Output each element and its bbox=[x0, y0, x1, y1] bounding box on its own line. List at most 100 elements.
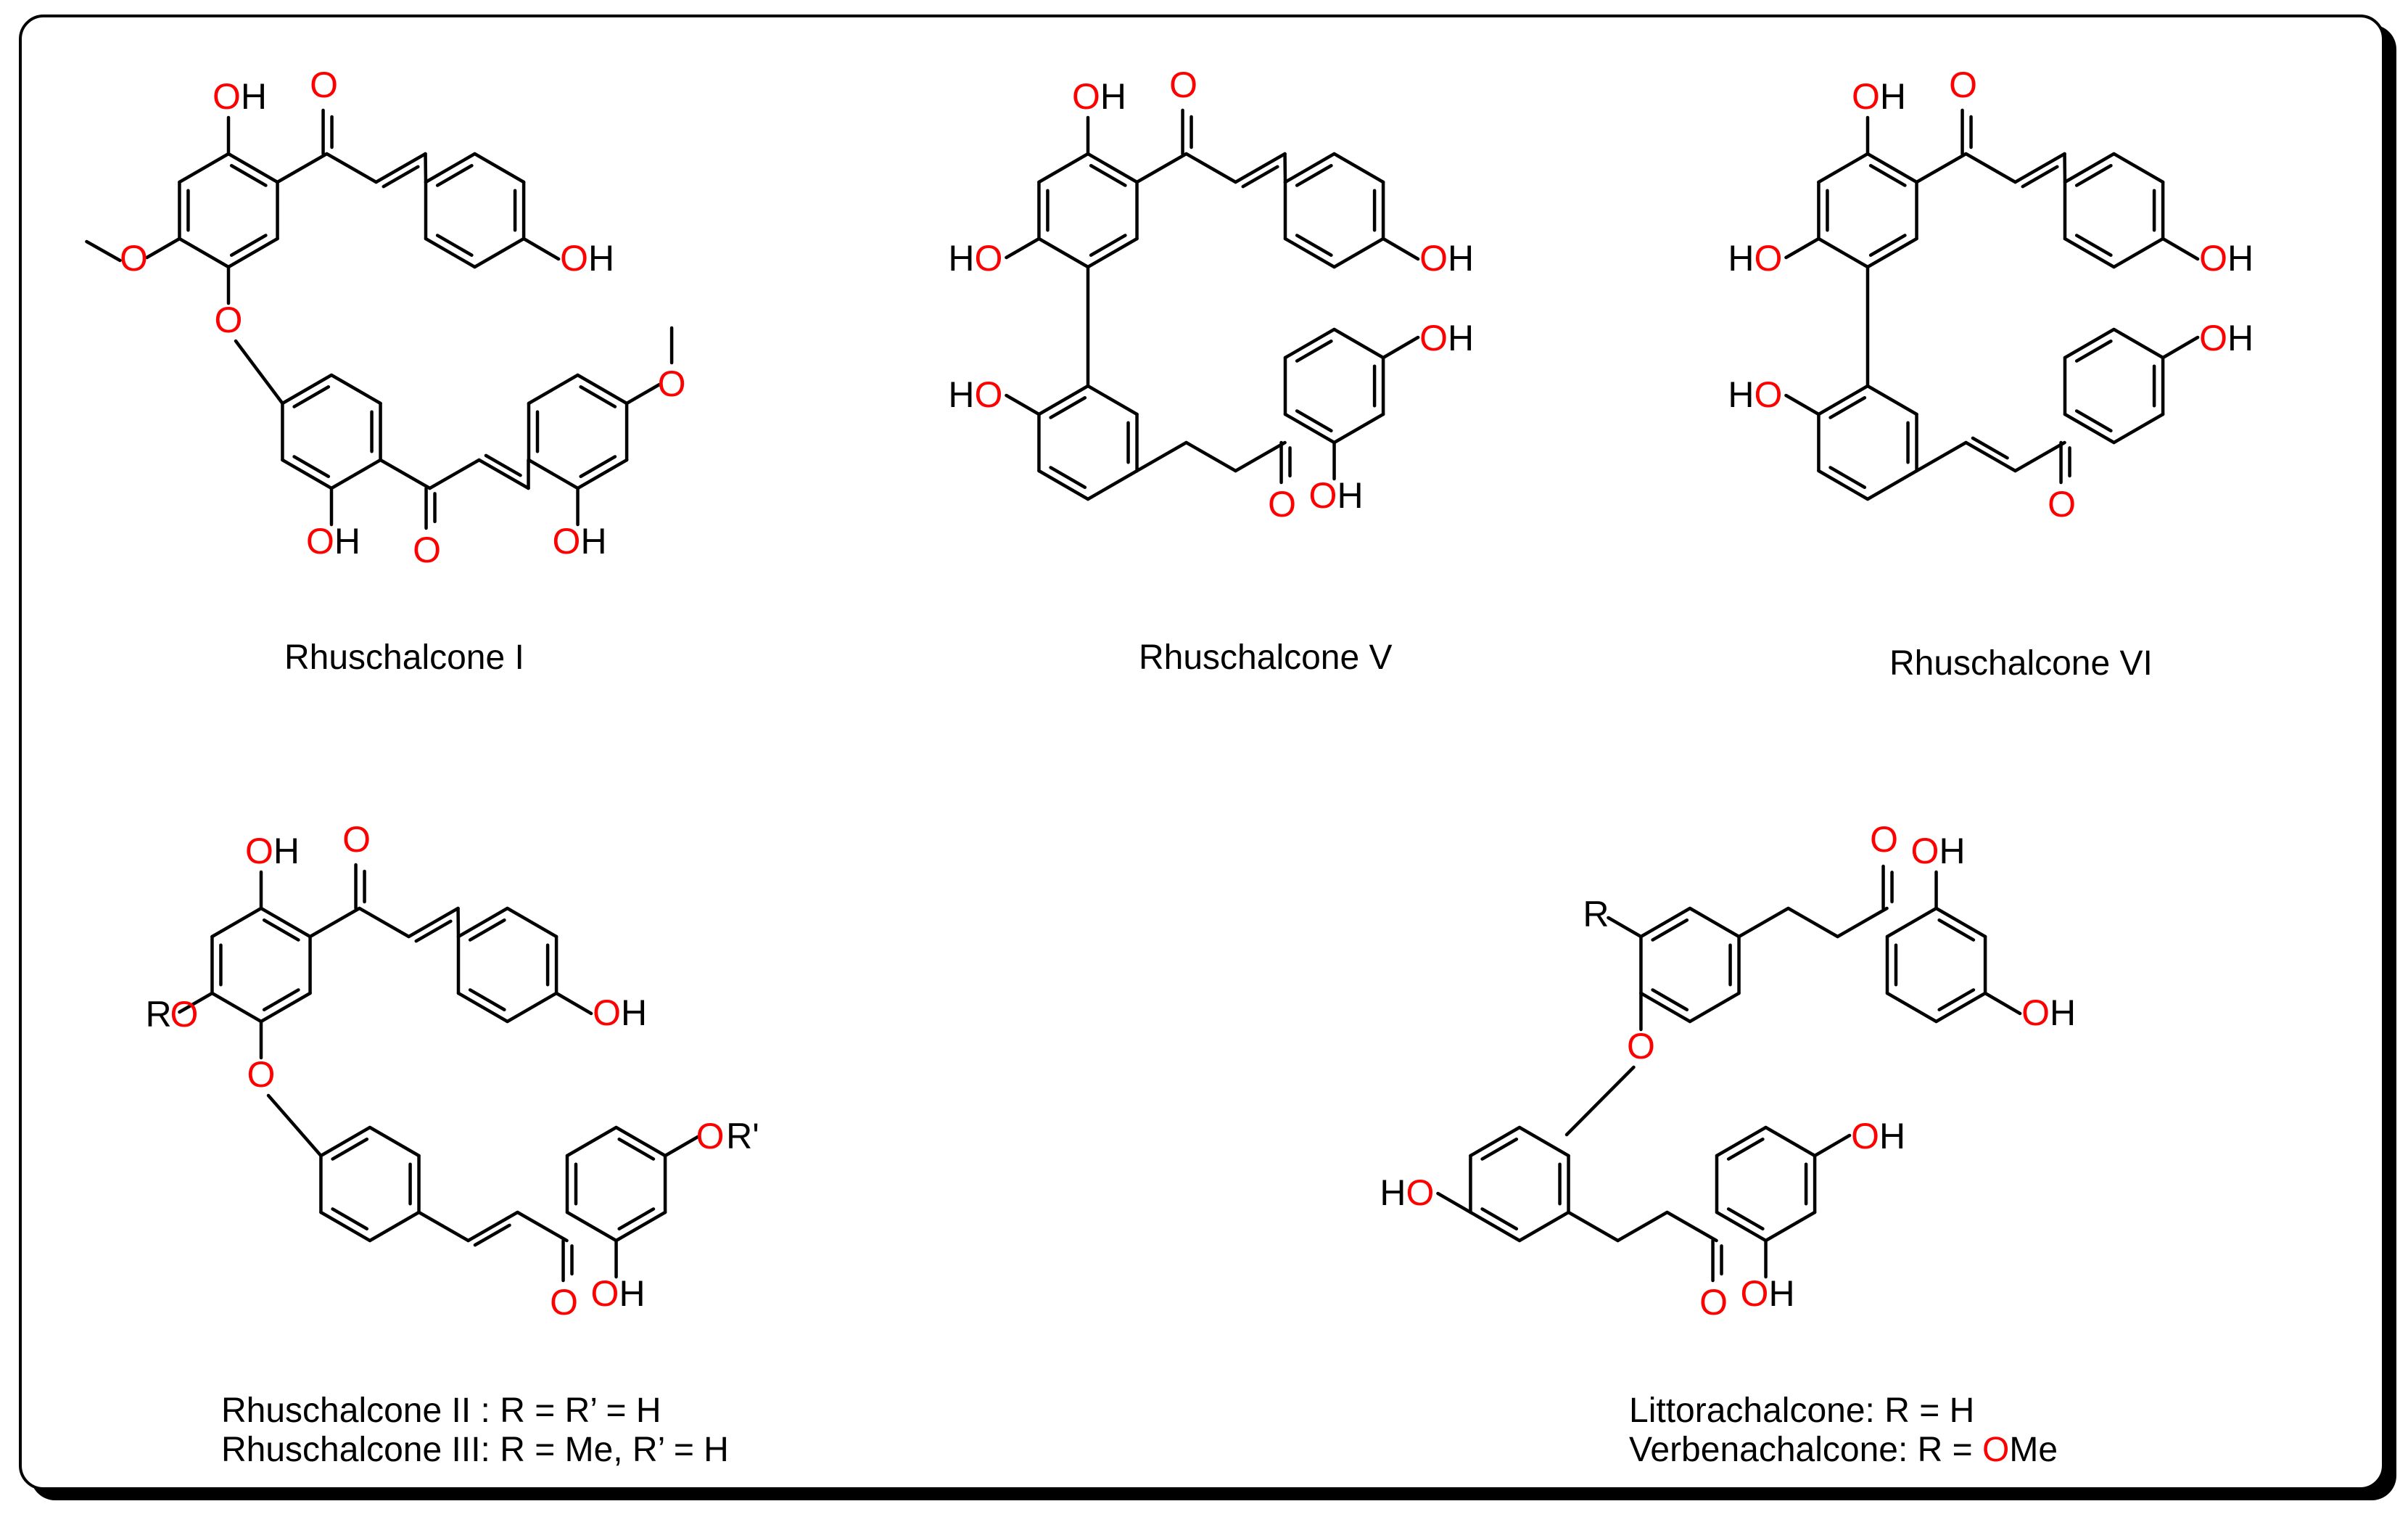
atom-label: O bbox=[1627, 1026, 1655, 1066]
bond bbox=[624, 382, 661, 406]
bond bbox=[1086, 152, 1139, 184]
bond bbox=[1184, 152, 1237, 184]
bond bbox=[468, 918, 506, 942]
bond bbox=[1651, 988, 1689, 1012]
bond bbox=[1868, 163, 1907, 187]
bond bbox=[1934, 906, 1987, 939]
bond bbox=[1436, 1191, 1472, 1214]
hydroxyl-label: HO bbox=[1380, 1172, 1434, 1213]
bond bbox=[226, 152, 279, 184]
bond bbox=[1971, 436, 2009, 460]
bond bbox=[229, 234, 268, 258]
bond bbox=[292, 455, 331, 479]
caption-rhuschalcone-3: Rhuschalcone III: R = Me, R’ = H bbox=[221, 1431, 729, 1469]
bond bbox=[331, 1207, 369, 1231]
atom-label: O bbox=[1949, 65, 1977, 105]
bond bbox=[1865, 152, 1918, 184]
bond bbox=[145, 237, 181, 260]
bond bbox=[1283, 237, 1336, 269]
bond bbox=[2063, 152, 2116, 184]
bond bbox=[1184, 440, 1237, 473]
bond bbox=[1828, 466, 1867, 490]
bond bbox=[456, 906, 509, 939]
bond bbox=[1817, 152, 1870, 184]
bond bbox=[1784, 393, 1821, 416]
bond bbox=[1005, 393, 1041, 416]
hydroxyl-label: OH bbox=[1309, 475, 1364, 516]
bond bbox=[229, 163, 268, 187]
bond bbox=[319, 1210, 372, 1243]
bond bbox=[435, 163, 474, 187]
atom-label: R bbox=[145, 994, 171, 1035]
hydroxyl-label: OH bbox=[213, 76, 267, 117]
atom-label: O bbox=[120, 238, 148, 279]
atom-label: O bbox=[658, 363, 686, 404]
bond bbox=[2074, 234, 2113, 258]
caption-verbenachalcone: Verbenachalcone: R = OMe bbox=[1629, 1431, 2058, 1469]
bond bbox=[1089, 163, 1127, 187]
bond bbox=[85, 239, 122, 263]
bond bbox=[617, 1207, 656, 1231]
bond bbox=[178, 237, 231, 269]
bond bbox=[2161, 335, 2200, 360]
bond bbox=[1715, 1125, 1768, 1158]
bond bbox=[1934, 991, 1987, 1024]
bond bbox=[1915, 152, 1968, 184]
bond bbox=[506, 906, 558, 939]
bond bbox=[527, 458, 580, 490]
bond bbox=[1086, 469, 1139, 501]
bond bbox=[1037, 469, 1090, 501]
bond bbox=[374, 152, 427, 184]
captions: Rhuschalcone I Rhuschalcone V Rhuschalco… bbox=[221, 638, 2153, 1469]
bond bbox=[276, 152, 329, 184]
atom-label: O bbox=[310, 65, 338, 105]
bond bbox=[554, 991, 593, 1016]
bond bbox=[1688, 991, 1741, 1024]
hydroxyl-label: OH bbox=[2021, 992, 2076, 1033]
hydroxyl-label: OH bbox=[1911, 831, 1966, 871]
bond bbox=[1865, 469, 1918, 501]
hydroxyl-label: HO bbox=[948, 238, 1002, 279]
hydroxyl-label: OH bbox=[245, 831, 300, 871]
bond bbox=[565, 1125, 618, 1158]
bond bbox=[329, 373, 382, 406]
bond bbox=[379, 458, 432, 490]
bond bbox=[1964, 152, 2017, 184]
bond bbox=[1332, 237, 1385, 269]
bond bbox=[1089, 234, 1127, 258]
bond bbox=[484, 453, 522, 477]
bond bbox=[2112, 412, 2165, 445]
bond bbox=[259, 991, 312, 1024]
bond bbox=[424, 152, 477, 184]
bond bbox=[473, 152, 526, 184]
bond bbox=[1784, 237, 1821, 260]
hydroxyl-label: HO bbox=[1728, 238, 1782, 279]
hydroxyl-label: HO bbox=[948, 374, 1002, 415]
bond bbox=[1688, 906, 1741, 939]
bond bbox=[1868, 234, 1907, 258]
bond bbox=[456, 991, 509, 1024]
caption-rhuschalcone-6: Rhuschalcone VI bbox=[1889, 644, 2153, 683]
atom-label: O bbox=[696, 1116, 725, 1156]
bond bbox=[1865, 237, 1918, 269]
bond bbox=[477, 458, 530, 490]
bond bbox=[1469, 1125, 1522, 1158]
bond bbox=[1037, 237, 1090, 269]
bond bbox=[579, 455, 617, 479]
bond bbox=[1817, 384, 1870, 416]
bond bbox=[1332, 327, 1385, 360]
bond bbox=[259, 906, 312, 939]
hydroxyl-label: OH bbox=[2199, 318, 2254, 358]
bond bbox=[1737, 906, 1790, 939]
hydroxyl-label: OH bbox=[560, 238, 614, 279]
hydroxyl-label: OH bbox=[1741, 1273, 1795, 1314]
bond bbox=[1295, 409, 1333, 433]
hydroxyl-label: OH bbox=[1419, 318, 1474, 358]
bond bbox=[226, 237, 279, 269]
bond bbox=[1937, 988, 1976, 1012]
bond bbox=[266, 1093, 323, 1158]
bond bbox=[516, 1210, 569, 1243]
bond bbox=[1283, 412, 1336, 445]
caption-littorachalcone: Littorachalcone: R = H bbox=[1629, 1391, 1974, 1430]
